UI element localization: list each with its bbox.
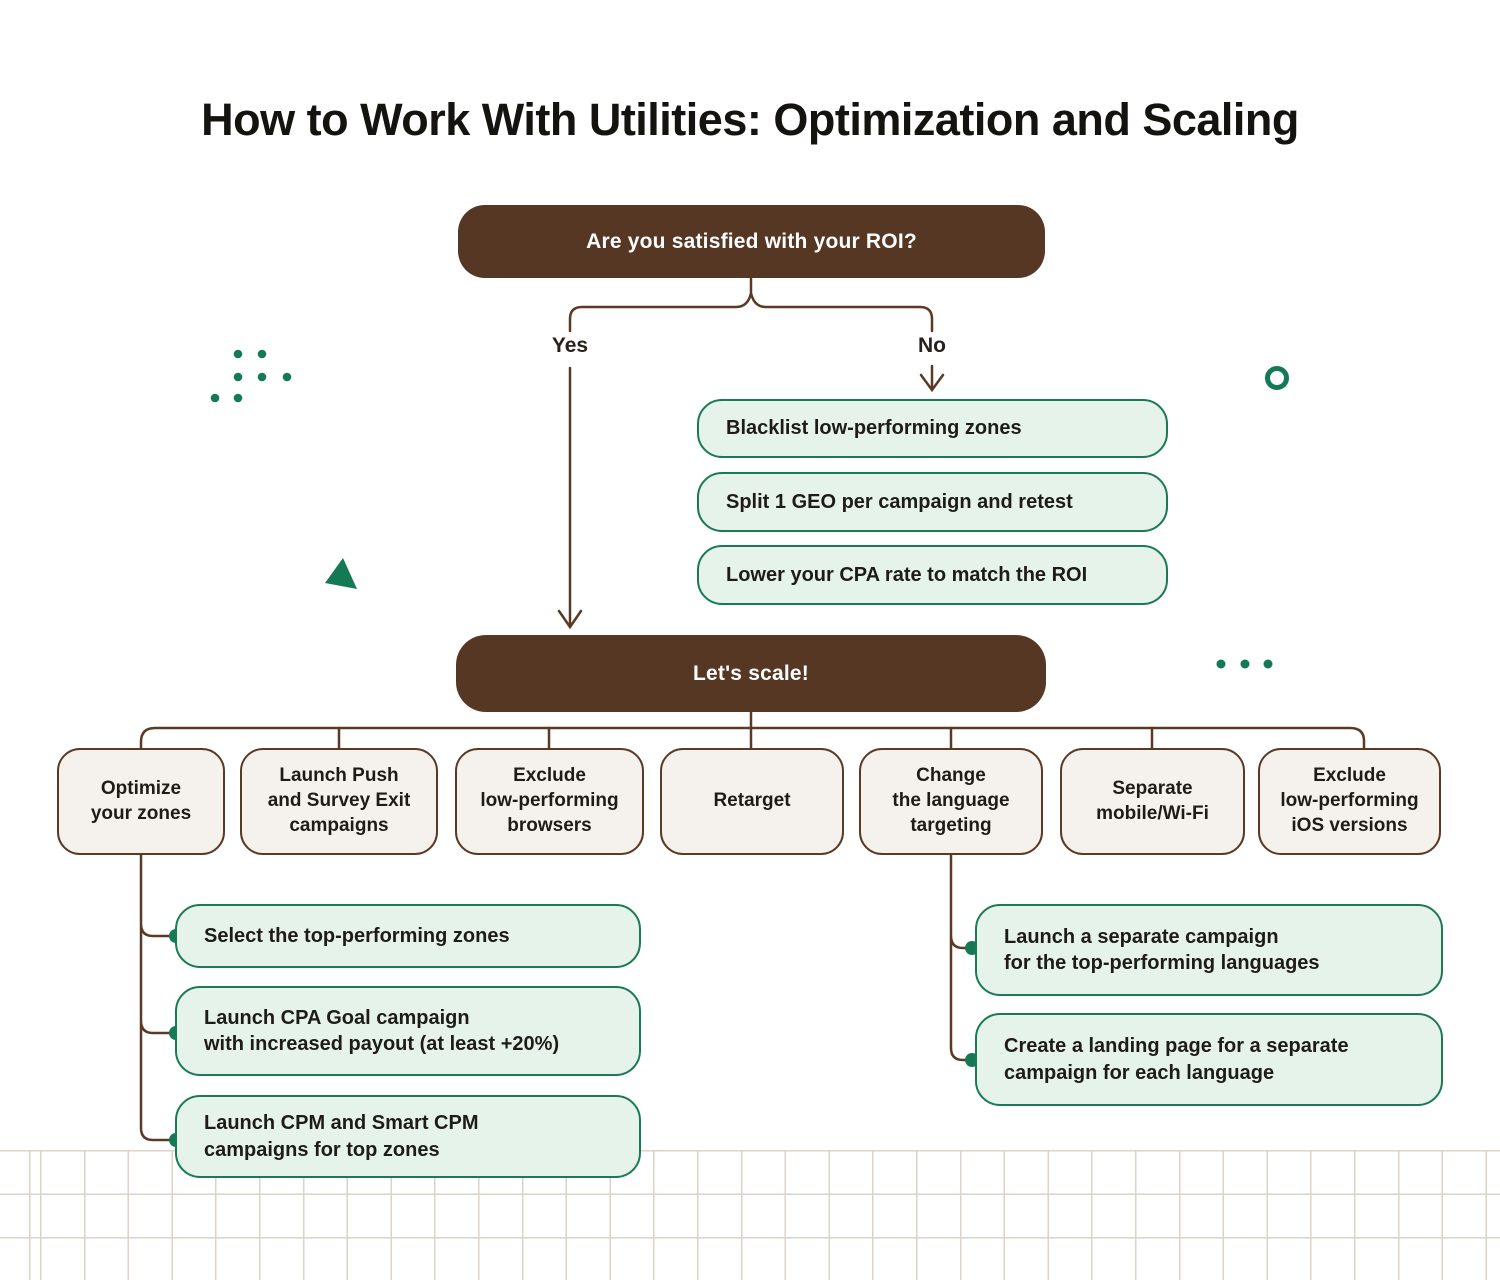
node-cpm-smart-cpm: Launch CPM and Smart CPM campaigns for t… bbox=[175, 1095, 641, 1178]
node-push-survey-exit: Launch Push and Survey Exit campaigns bbox=[240, 748, 438, 855]
no-branch-label: No bbox=[918, 334, 946, 357]
yes-branch-label: Yes bbox=[551, 334, 589, 357]
yes-no-bracket bbox=[568, 292, 934, 333]
node-optimize-zones: Optimize your zones bbox=[57, 748, 225, 855]
ring-decoration bbox=[1265, 366, 1289, 390]
node-exclude-browsers: Exclude low-performing browsers bbox=[455, 748, 644, 855]
node-landing-page-language: Create a landing page for a separate cam… bbox=[975, 1013, 1443, 1106]
yes-arrow-head bbox=[557, 609, 583, 630]
node-cpa-goal-campaign: Launch CPA Goal campaign with increased … bbox=[175, 986, 641, 1076]
optimize-chain-line bbox=[139, 853, 172, 1142]
node-separate-campaign-languages: Launch a separate campaign for the top-p… bbox=[975, 904, 1443, 996]
node-split-geo: Split 1 GEO per campaign and retest bbox=[697, 472, 1168, 532]
node-select-top-zones: Select the top-performing zones bbox=[175, 904, 641, 968]
node-lower-cpa: Lower your CPA rate to match the ROI bbox=[697, 545, 1168, 605]
options-rail bbox=[139, 726, 1366, 750]
node-retarget: Retarget bbox=[660, 748, 844, 855]
dots-cluster-decoration bbox=[210, 349, 292, 403]
node-blacklist-zones: Blacklist low-performing zones bbox=[697, 399, 1168, 458]
language-chain-line bbox=[949, 853, 969, 1062]
node-change-language: Change the language targeting bbox=[859, 748, 1043, 855]
node-roi-question: Are you satisfied with your ROI? bbox=[458, 205, 1045, 278]
three-dots-decoration bbox=[1216, 659, 1273, 669]
node-lets-scale: Let's scale! bbox=[456, 635, 1046, 712]
page-title: How to Work With Utilities: Optimization… bbox=[201, 94, 1299, 145]
triangle-decoration bbox=[325, 558, 357, 589]
node-exclude-ios: Exclude low-performing iOS versions bbox=[1258, 748, 1441, 855]
node-separate-mobile-wifi: Separate mobile/Wi-Fi bbox=[1060, 748, 1245, 855]
no-arrow-head bbox=[919, 373, 945, 393]
